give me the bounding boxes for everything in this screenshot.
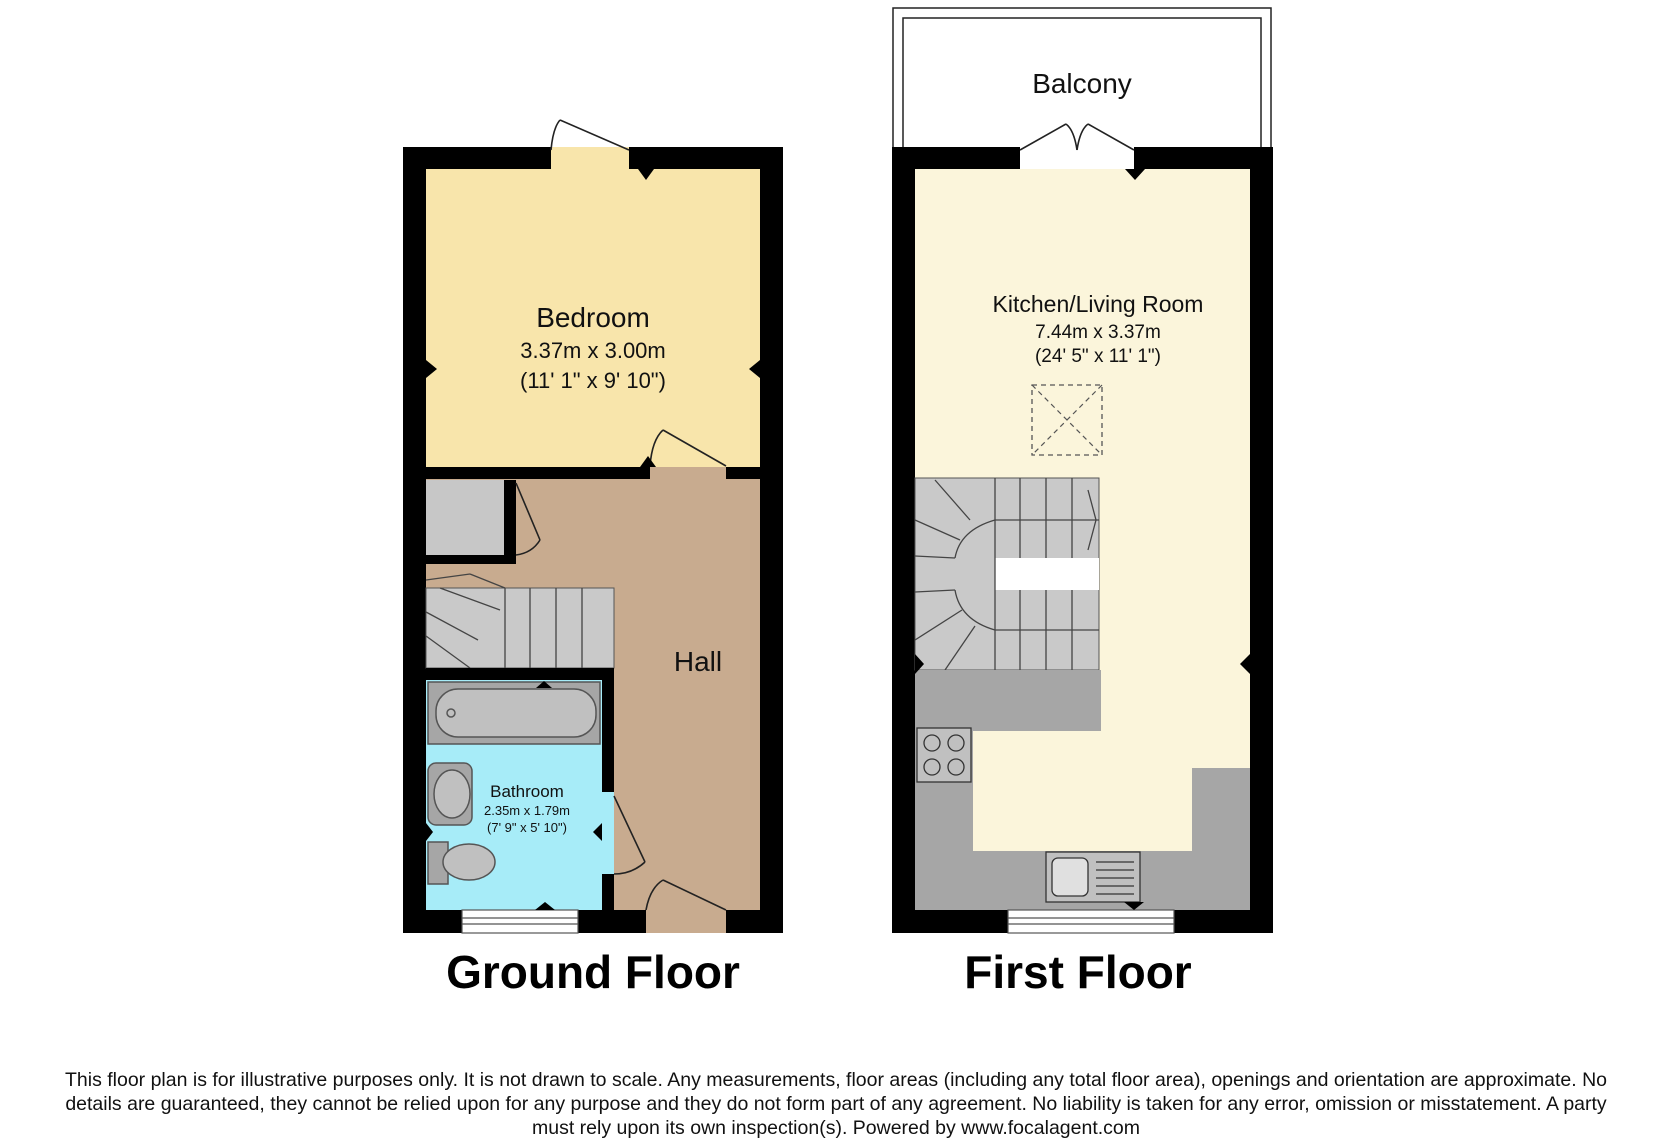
- ground-stairs-treads: [425, 573, 583, 669]
- disclaimer-line: This floor plan is for illustrative purp…: [64, 1069, 1607, 1091]
- kitchen-counter-top: [915, 670, 1101, 731]
- sink-bowl: [1051, 857, 1089, 897]
- disclaimer-line: must rely upon its own inspection(s). Po…: [531, 1117, 1141, 1139]
- bedroom-door-opening: [650, 467, 726, 479]
- kitchen-living-imperial: (24' 5" x 11' 1"): [1035, 346, 1161, 367]
- disclaimer: This floor plan is for illustrative purp…: [0, 1068, 1672, 1140]
- balcony-door-swings: [1019, 123, 1135, 151]
- first-stairs-treads: [914, 478, 1099, 671]
- basin-bowl: [433, 769, 471, 819]
- sink-drainer: [1096, 861, 1134, 895]
- hob: [916, 727, 972, 783]
- kitchen-window: [1007, 909, 1175, 934]
- ground-floor-title: Ground Floor: [446, 946, 740, 998]
- ground-door-swings: [515, 119, 727, 911]
- bedroom-name: Bedroom: [536, 302, 650, 333]
- bathroom-metric: 2.35m x 1.79m: [484, 803, 570, 818]
- cupboard-area: [426, 480, 504, 555]
- bathroom-door-opening: [602, 792, 614, 874]
- hob-rings: [923, 734, 965, 776]
- first-opening-markers: [915, 169, 1250, 910]
- skylight: [1031, 384, 1103, 456]
- balcony-name: Balcony: [1032, 68, 1132, 99]
- bedroom-area: [426, 169, 760, 467]
- bathtub-drain: [446, 708, 456, 718]
- stairs-bathroom-wall: [426, 668, 614, 680]
- ground-opening-markers: [426, 169, 760, 910]
- cupboard-wall: [504, 480, 516, 564]
- toilet-bowl: [442, 843, 496, 881]
- ground-stairs: [425, 587, 615, 669]
- bedroom-imperial: (11' 1" x 9' 10"): [520, 368, 666, 393]
- bathroom-imperial: (7' 9" x 5' 10"): [487, 820, 567, 835]
- disclaimer-line: details are guaranteed, they cannot be r…: [65, 1093, 1607, 1115]
- balcony-door-opening: [1020, 147, 1134, 169]
- hall-name: Hall: [674, 646, 722, 677]
- ground-floor: Bedroom 3.37m x 3.00m (11' 1" x 9' 10") …: [403, 119, 783, 998]
- bedroom-metric: 3.37m x 3.00m: [520, 338, 666, 363]
- kitchen-counter-right: [1192, 768, 1250, 910]
- bathroom-name: Bathroom: [490, 782, 564, 801]
- bathroom-window: [461, 909, 579, 934]
- bathtub-inner: [435, 688, 597, 738]
- cupboard-wall-bottom: [426, 555, 516, 564]
- skylight-cross: [1031, 384, 1103, 456]
- first-floor: Balcony: [892, 7, 1273, 998]
- first-floor-title: First Floor: [964, 946, 1192, 998]
- stairwell-void: [995, 558, 1099, 590]
- bedroom-front-window: [551, 147, 629, 169]
- kitchen-living-metric: 7.44m x 3.37m: [1035, 322, 1161, 343]
- hall-front-door-opening: [646, 910, 726, 933]
- kitchen-living-name: Kitchen/Living Room: [993, 291, 1204, 317]
